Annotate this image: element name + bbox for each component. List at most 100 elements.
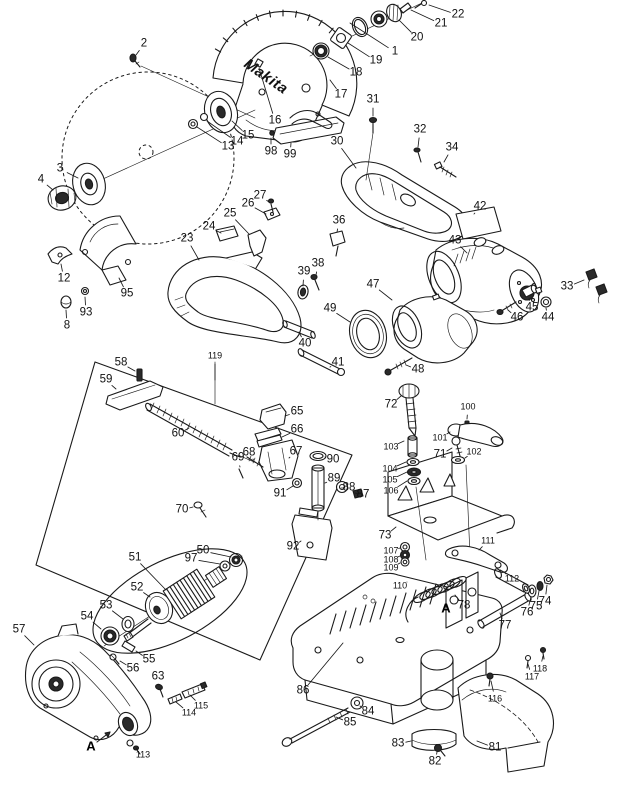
leader-line-2: [135, 50, 140, 56]
leader-line-66: [281, 432, 291, 438]
leader-line-83: [405, 740, 412, 743]
part-label-60: 60: [171, 427, 185, 440]
leader-line-97: [198, 559, 221, 565]
knob-bolt-72: [398, 383, 420, 437]
part-label-95: 95: [120, 287, 134, 300]
baffle-ring: [348, 309, 388, 359]
part-label-88: 88: [342, 481, 356, 494]
leader-line-19: [347, 42, 370, 58]
part-label-59: 59: [99, 373, 113, 386]
leader-line-77: [499, 612, 503, 619]
leader-line-33: [573, 279, 585, 285]
carbon-brushes: [585, 268, 608, 304]
part-label-30: 30: [330, 135, 344, 148]
leader-line-23: [190, 245, 200, 261]
part-label-36: 36: [332, 214, 346, 227]
leader-line-89: [324, 481, 328, 484]
part-label-48: 48: [411, 363, 425, 376]
leader-line-102: [464, 455, 468, 459]
leader-line-30: [341, 148, 357, 169]
part-label-22: 22: [451, 8, 465, 21]
return-spring: [405, 575, 467, 623]
leader-line-42: [473, 212, 476, 215]
part-label-4: 4: [37, 173, 45, 186]
part-label-68: 68: [242, 446, 256, 459]
part-label-90: 90: [326, 453, 340, 466]
part-label-31: 31: [366, 93, 380, 106]
cap-nut-8: [60, 295, 72, 309]
dust-nozzle-36: [329, 230, 346, 257]
pivot-rod: [477, 574, 554, 629]
leader-line-112: [504, 572, 507, 575]
leader-line-46: [507, 309, 512, 314]
leader-lines: [24, 4, 585, 755]
part-label-92: 92: [286, 540, 300, 553]
part-label-69: 69: [231, 451, 245, 464]
leader-line-18: [327, 56, 350, 70]
leader-line-72: [396, 395, 402, 401]
field-stator: [391, 293, 478, 364]
part-label-32: 32: [413, 123, 427, 136]
part-label-34: 34: [445, 141, 459, 154]
part-label-111: 111: [481, 535, 495, 546]
part-label-107: 107: [383, 545, 399, 556]
leader-line-115: [189, 694, 196, 701]
part-label-27: 27: [253, 189, 267, 202]
part-label-109: 109: [383, 562, 399, 573]
leader-line-20: [398, 19, 412, 33]
leader-line-40: [298, 331, 302, 338]
part-label-12: 12: [57, 272, 71, 285]
pins-40-41: [282, 320, 346, 377]
part-label-106: 106: [383, 485, 399, 496]
leader-line-54: [92, 621, 102, 630]
part-label-58: 58: [114, 356, 128, 369]
leader-line-113: [135, 747, 138, 750]
main-handle: [167, 251, 302, 344]
leader-line-92: [298, 540, 302, 543]
part-label-23: 23: [180, 232, 194, 245]
part-label-17: 17: [334, 88, 348, 101]
part-label-84: 84: [361, 705, 375, 718]
leader-line-22: [428, 4, 451, 13]
leader-line-107: [398, 547, 401, 549]
vise-nut-parts: [193, 403, 303, 518]
leader-line-21: [410, 9, 435, 22]
view-marker-A-0: A: [86, 738, 96, 754]
part-label-50: 50: [196, 544, 210, 557]
leader-line-38: [315, 271, 318, 276]
leader-line-65: [284, 414, 290, 417]
leader-line-48: [405, 364, 412, 368]
leader-line-3: [66, 172, 79, 179]
leader-line-104: [396, 461, 407, 467]
part-label-49: 49: [323, 302, 337, 315]
leader-line-74: [545, 584, 548, 595]
part-label-70: 70: [175, 503, 189, 516]
leader-line-34: [443, 154, 449, 163]
part-label-102: 102: [466, 446, 482, 457]
leader-line-71: [446, 447, 453, 452]
part-label-55: 55: [142, 653, 156, 666]
leader-line-118: [541, 655, 544, 662]
leader-line-49: [336, 312, 351, 323]
part-label-44: 44: [541, 311, 555, 324]
pivot-pipe-group: [291, 450, 364, 561]
part-label-2: 2: [140, 37, 148, 50]
part-label-77: 77: [498, 619, 512, 632]
part-label-81: 81: [488, 741, 502, 754]
part-label-67: 67: [289, 445, 303, 458]
part-label-103: 103: [383, 441, 399, 452]
leader-line-109: [397, 562, 401, 565]
leader-line-93: [84, 296, 86, 306]
part-label-76: 76: [520, 606, 534, 619]
part-label-91: 91: [273, 487, 287, 500]
leader-line-57: [24, 635, 35, 646]
leader-line-85: [335, 716, 344, 721]
part-label-83: 83: [391, 737, 405, 750]
leader-line-58: [127, 366, 136, 372]
leader-line-95: [118, 277, 124, 288]
screw-2: [129, 53, 141, 68]
part-label-1: 1: [391, 45, 399, 58]
lock-lever: [447, 420, 504, 465]
part-label-8: 8: [63, 319, 71, 332]
